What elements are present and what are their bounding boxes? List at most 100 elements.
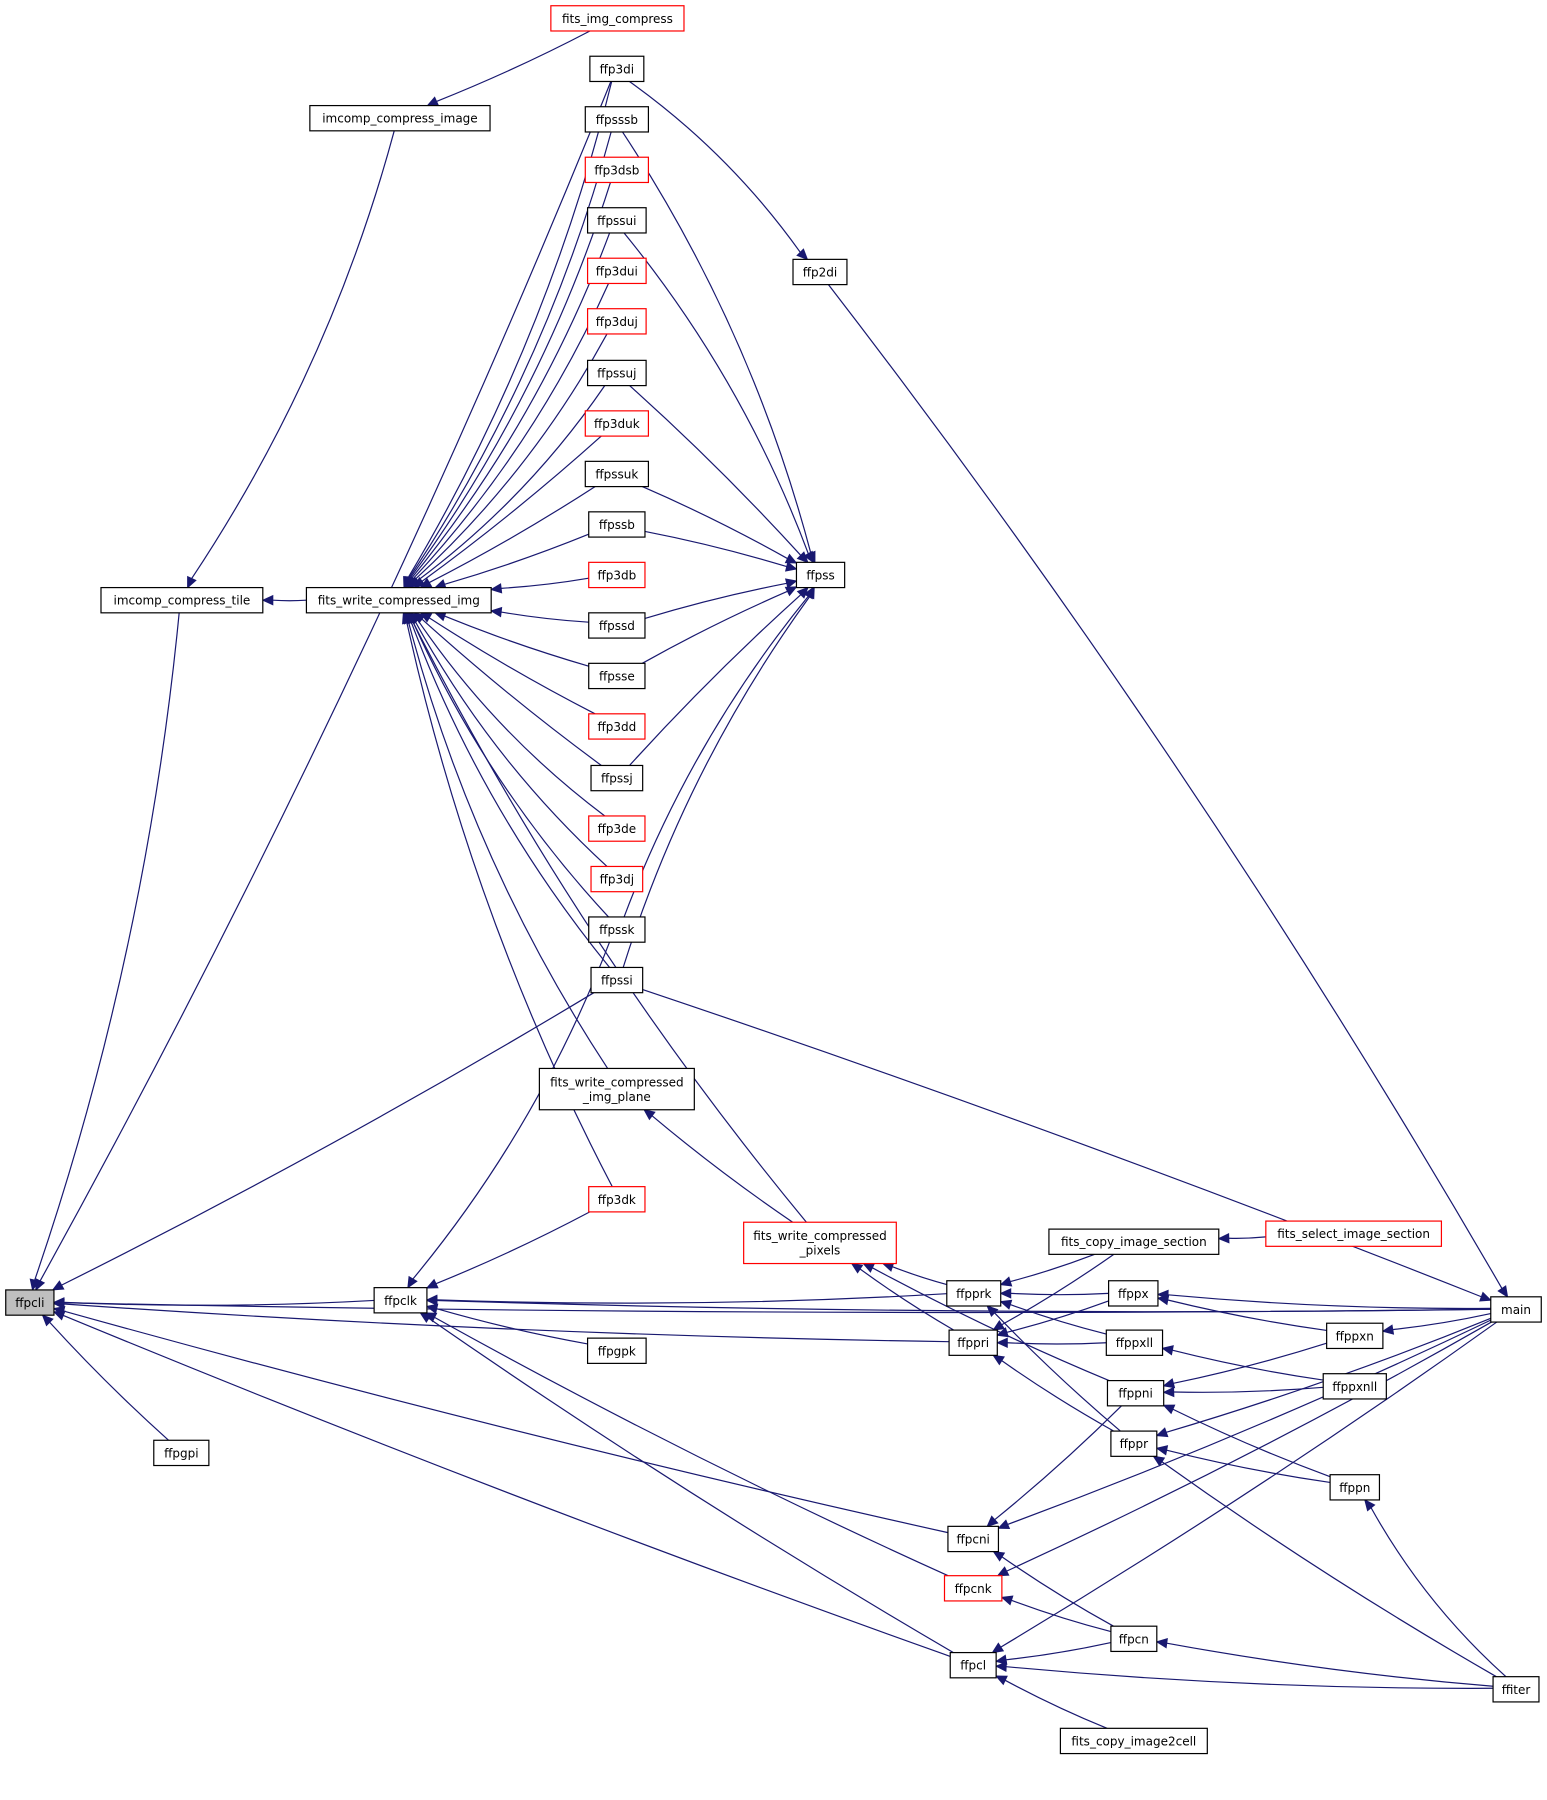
node-ffpssi[interactable]: ffpssi xyxy=(590,966,644,994)
node-ffp3di[interactable]: ffp3di xyxy=(589,55,645,83)
node-ffppxll[interactable]: ffppxll xyxy=(1105,1329,1164,1356)
node-fits-write-compressed-img-plane[interactable]: fits_write_compressed_img_plane xyxy=(538,1067,695,1111)
edge-ffpssuj-to-ffpss xyxy=(629,385,802,556)
node-fits-img-compress[interactable]: fits_img_compress xyxy=(550,5,685,32)
node-ffp3dui[interactable]: ffp3dui xyxy=(586,257,647,285)
edge-ffp3de-to-fits-write-compressed-img xyxy=(417,619,606,817)
node-box xyxy=(586,257,647,285)
edge-ffp3di-to-ffp2di xyxy=(629,80,801,253)
node-imcomp-compress-tile[interactable]: imcomp_compress_tile xyxy=(100,586,264,614)
node-label: ffp2di xyxy=(803,265,837,279)
node-ffp3db[interactable]: ffp3db xyxy=(588,561,646,589)
edge-ffp3di-to-ffpcli xyxy=(39,81,612,1282)
node-box xyxy=(1265,1220,1443,1247)
node-ffp3duk[interactable]: ffp3duk xyxy=(584,410,650,437)
node-fits-copy-image-section[interactable]: fits_copy_image_section xyxy=(1048,1228,1220,1255)
node-ffpgpi[interactable]: ffpgpi xyxy=(153,1439,210,1467)
node-fits-copy-image2cell[interactable]: fits_copy_image2cell xyxy=(1059,1727,1208,1755)
edge-ffppr-to-ffpprk xyxy=(994,1312,1121,1432)
node-ffpgpk[interactable]: ffpgpk xyxy=(586,1337,647,1364)
node-ffpssuj[interactable]: ffpssuj xyxy=(586,359,647,387)
node-ffpssd[interactable]: ffpssd xyxy=(588,612,646,639)
node-ffpsssb[interactable]: ffpsssb xyxy=(584,106,650,133)
arrowhead xyxy=(1217,1232,1230,1244)
node-box xyxy=(1106,1379,1165,1407)
node-label: ffpssuk xyxy=(595,467,638,481)
node-ffp3de[interactable]: ffp3de xyxy=(588,815,646,842)
node-ffppxnll[interactable]: ffppxnll xyxy=(1322,1373,1387,1400)
node-box xyxy=(5,1289,55,1316)
node-ffpssk[interactable]: ffpssk xyxy=(588,916,646,943)
node-ffpsse[interactable]: ffpsse xyxy=(588,662,646,690)
edge-ffppxn-to-ffppx xyxy=(1167,1299,1327,1332)
node-ffpss[interactable]: ffpss xyxy=(795,561,846,589)
node-fits-write-compressed-img[interactable]: fits_write_compressed_img xyxy=(305,586,492,614)
node-ffp3duj[interactable]: ffp3duj xyxy=(586,308,647,335)
arrowhead xyxy=(994,1654,1008,1665)
node-box xyxy=(1492,1676,1540,1703)
node-box xyxy=(1048,1228,1220,1255)
node-imcomp-compress-image[interactable]: imcomp_compress_image xyxy=(309,104,491,132)
node-label: ffpssj xyxy=(601,772,633,786)
node-box xyxy=(586,308,647,335)
node-ffiter[interactable]: ffiter xyxy=(1492,1676,1540,1703)
node-box xyxy=(589,55,645,83)
node-main[interactable]: main xyxy=(1490,1296,1542,1323)
node-ffp3dj[interactable]: ffp3dj xyxy=(590,865,644,893)
edge-ffpssj-to-ffpss xyxy=(629,594,802,766)
node-ffppxn[interactable]: ffppxn xyxy=(1326,1322,1384,1350)
node-box xyxy=(584,106,650,133)
arrowhead xyxy=(1479,1291,1492,1302)
edge-ffpssui-to-ffpss xyxy=(623,232,809,554)
arrowhead xyxy=(1162,1404,1176,1415)
node-label: ffp3db xyxy=(597,568,636,582)
node-ffp3dd[interactable]: ffp3dd xyxy=(588,713,646,740)
node-ffpcl[interactable]: ffpcl xyxy=(949,1651,997,1679)
node-fits-select-image-section[interactable]: fits_select_image_section xyxy=(1265,1220,1443,1247)
edge-ffiter-to-ffppr xyxy=(1161,1461,1497,1678)
edge-ffpcl-to-ffpclk xyxy=(428,1317,954,1654)
edge-ffp3dd-to-fits-write-compressed-img xyxy=(428,617,596,715)
arrowhead xyxy=(850,1262,864,1274)
node-layer: ffpcli fits_img_compress imcomp_compress_i… xyxy=(5,5,1542,1755)
node-ffppni[interactable]: ffppni xyxy=(1106,1379,1165,1407)
node-ffpssui[interactable]: ffpssui xyxy=(586,207,647,234)
node-ffp2di[interactable]: ffp2di xyxy=(792,258,848,286)
node-ffpprk[interactable]: ffpprk xyxy=(946,1280,1002,1307)
node-box xyxy=(1322,1373,1387,1400)
node-ffp3dsb[interactable]: ffp3dsb xyxy=(584,156,650,184)
node-box xyxy=(943,1575,1003,1602)
node-label: ffppxnll xyxy=(1332,1380,1377,1394)
node-ffpssb[interactable]: ffpssb xyxy=(588,511,646,538)
node-fits-write-compressed-pixels[interactable]: fits_write_compressed_pixels xyxy=(743,1221,897,1265)
node-ffppr[interactable]: ffppr xyxy=(1110,1430,1158,1457)
arrowhead xyxy=(796,248,809,261)
node-label: ffpssuj xyxy=(597,366,636,380)
node-label: ffp3di xyxy=(600,62,634,76)
node-label: fits_img_compress xyxy=(562,12,673,26)
node-ffp3dk[interactable]: ffp3dk xyxy=(588,1186,646,1213)
node-ffppx[interactable]: ffppx xyxy=(1108,1280,1159,1307)
node-label: ffpcnk xyxy=(955,1582,992,1596)
edge-ffppn-to-ffppni xyxy=(1172,1408,1331,1478)
node-ffpcnk[interactable]: ffpcnk xyxy=(943,1575,1003,1602)
node-ffpssj[interactable]: ffpssj xyxy=(590,764,644,792)
edge-ffp3dk-to-ffpclk xyxy=(435,1211,591,1285)
node-ffpcni[interactable]: ffpcni xyxy=(947,1525,1000,1553)
node-box xyxy=(550,5,685,32)
node-ffpclk[interactable]: ffpclk xyxy=(373,1287,428,1314)
arrowhead xyxy=(796,551,809,564)
node-label: ffpcl xyxy=(960,1659,986,1673)
node-label: ffpssd xyxy=(599,619,635,633)
node-box xyxy=(588,612,646,639)
node-ffpcli[interactable]: ffpcli xyxy=(5,1289,55,1316)
node-label: _img_plane xyxy=(582,1090,651,1104)
node-ffppri[interactable]: ffppri xyxy=(948,1329,998,1356)
node-box xyxy=(1326,1322,1384,1350)
node-box xyxy=(100,586,264,614)
node-ffpssuk[interactable]: ffpssuk xyxy=(584,460,650,488)
arrowhead xyxy=(1155,1445,1169,1456)
node-ffppn[interactable]: ffppn xyxy=(1329,1474,1381,1501)
node-label: ffp3dk xyxy=(598,1193,636,1207)
node-ffpcn[interactable]: ffpcn xyxy=(1110,1625,1158,1653)
